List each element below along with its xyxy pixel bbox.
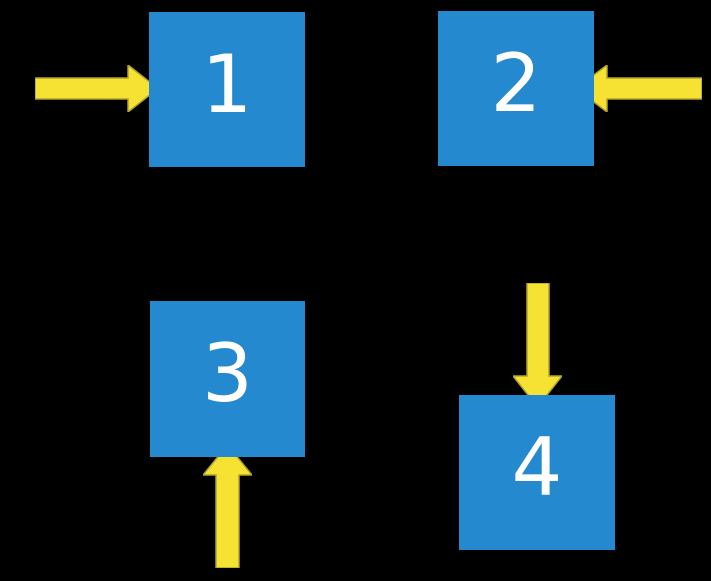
square-4-label: 4 [511,420,563,514]
square-3-label: 3 [202,327,253,420]
arrow-up-icon [203,445,252,568]
arrow-left-icon [576,65,702,112]
square-2-label: 2 [490,36,542,130]
arrow-right-icon [35,65,158,112]
square-2: 2 [438,11,594,166]
square-1-label: 1 [201,37,253,131]
square-3: 3 [150,301,305,457]
square-1: 1 [149,12,305,167]
square-4: 4 [459,395,615,550]
arrow-down-icon [513,283,562,407]
